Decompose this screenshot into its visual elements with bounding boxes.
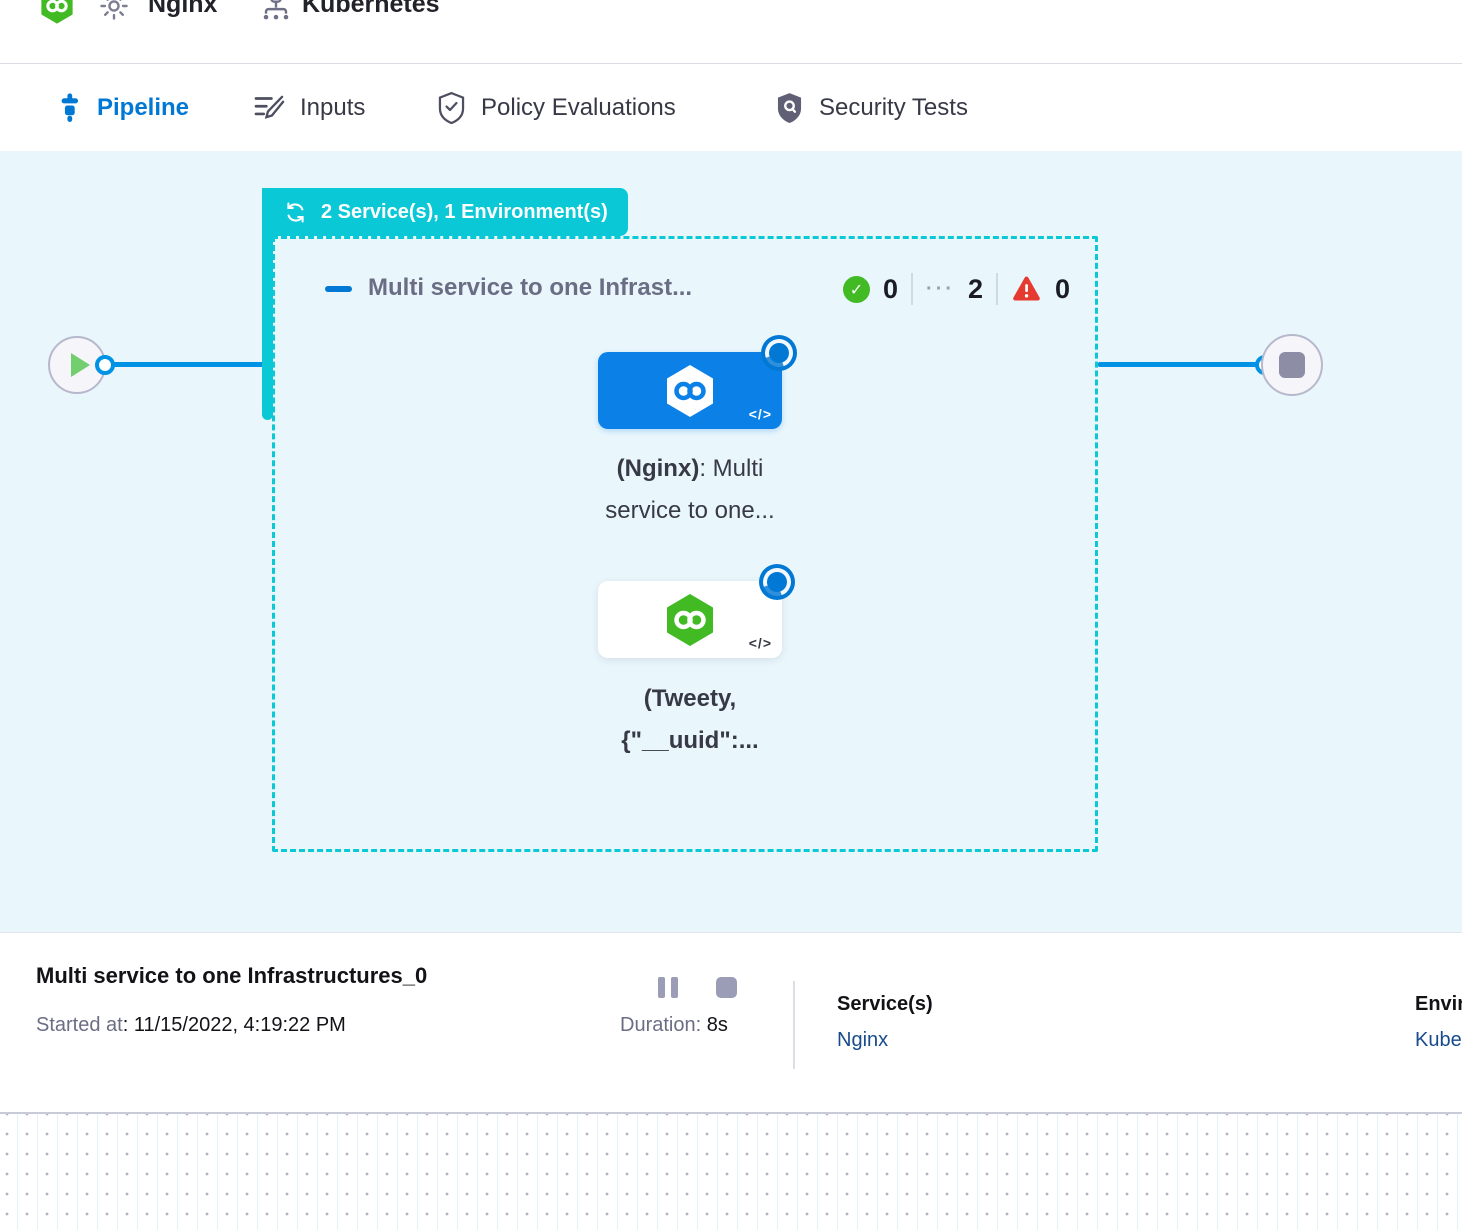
node-nginx-label-rest: : Multi — [699, 455, 764, 482]
started-at-label: Started at — [36, 1014, 123, 1036]
tab-pipeline[interactable]: Pipeline — [57, 64, 189, 151]
tab-inputs-label: Inputs — [300, 93, 366, 121]
stage-group-left-bar — [262, 188, 273, 420]
harness-service-logo-icon — [40, 0, 74, 25]
security-shield-icon — [775, 91, 804, 124]
connector-line-left — [112, 362, 264, 367]
tab-security-tests-label: Security Tests — [819, 93, 968, 121]
connector-line-right — [1098, 362, 1258, 367]
services-environments-badge-label: 2 Service(s), 1 Environment(s) — [321, 200, 608, 223]
success-check-icon: ✓ — [843, 275, 870, 303]
duration-label: Duration: — [620, 1014, 702, 1036]
failed-count: 0 — [1055, 273, 1071, 304]
count-divider — [996, 273, 999, 305]
loop-icon — [282, 200, 309, 225]
settings-gear-icon — [98, 0, 130, 22]
log-grid-canvas — [0, 1112, 1462, 1230]
collapse-stage-icon[interactable] — [325, 286, 352, 292]
service-name-label[interactable]: Nginx — [148, 0, 218, 18]
tab-policy-evaluations[interactable]: Policy Evaluations — [437, 64, 676, 151]
started-at-value: : 11/15/2022, 4:19:22 PM — [122, 1014, 346, 1036]
stage-name-label: Multi service to one Infrast... — [368, 274, 693, 301]
execution-summary-bar: Multi service to one Infrastructures_0 S… — [0, 932, 1462, 1113]
failed-warning-icon — [1011, 275, 1042, 303]
running-dots-icon: ··· — [926, 277, 956, 300]
node-nginx-label-bold: (Nginx) — [616, 455, 700, 482]
execution-title: Multi service to one Infrastructures_0 — [36, 963, 428, 988]
running-count: 2 — [968, 273, 984, 304]
environments-summary: Environment(s) Kubernetes — [1415, 993, 1462, 1052]
running-spinner-icon — [761, 335, 797, 371]
execution-node-tweety[interactable]: </> — [598, 581, 782, 658]
services-environments-badge[interactable]: 2 Service(s), 1 Environment(s) — [262, 188, 628, 236]
tab-policy-evaluations-label: Policy Evaluations — [481, 93, 676, 121]
inputs-icon — [254, 94, 285, 121]
kubernetes-cluster-icon — [260, 0, 292, 24]
pause-execution-button[interactable] — [658, 977, 678, 998]
services-label: Service(s) — [837, 993, 933, 1015]
duration-text: Duration: 8s — [620, 1014, 728, 1037]
execution-node-nginx[interactable]: </> — [598, 352, 782, 429]
success-count: 0 — [883, 273, 899, 304]
environments-label: Environment(s) — [1415, 993, 1462, 1015]
tab-inputs[interactable]: Inputs — [254, 64, 365, 151]
node-tweety-label: (Tweety, {"__uuid":... — [535, 678, 845, 762]
duration-value: 8s — [706, 1014, 728, 1036]
node-nginx-label-line2: service to one... — [605, 497, 775, 524]
count-divider — [911, 273, 914, 305]
services-summary: Service(s) Nginx — [837, 993, 933, 1052]
pipeline-icon — [57, 92, 82, 123]
pipeline-canvas: 2 Service(s), 1 Environment(s) Multi ser… — [0, 151, 1462, 932]
stage-group-selection-box[interactable] — [272, 236, 1098, 852]
code-icon: </> — [748, 635, 772, 651]
running-spinner-icon — [759, 564, 795, 600]
footer-divider — [793, 981, 795, 1069]
node-nginx-label: (Nginx): Multi service to one... — [535, 448, 845, 532]
node-tweety-label-line1: (Tweety, — [643, 685, 737, 712]
tab-pipeline-label: Pipeline — [97, 93, 190, 121]
code-icon: </> — [748, 406, 772, 422]
stop-execution-button[interactable] — [716, 977, 737, 998]
pipeline-end-node[interactable] — [1261, 334, 1323, 396]
stage-status-counts: ✓ 0 ··· 2 0 — [843, 273, 1070, 305]
play-icon — [70, 353, 90, 377]
top-header-bar: Nginx Kubernetes — [0, 0, 1462, 64]
harness-step-icon — [664, 592, 716, 648]
environments-value-link[interactable]: Kubernetes — [1415, 1029, 1462, 1051]
node-tweety-label-line2: {"__uuid":... — [621, 727, 759, 754]
stop-icon — [1279, 352, 1305, 378]
services-value-link[interactable]: Nginx — [837, 1029, 889, 1051]
started-at-text: Started at: 11/15/2022, 4:19:22 PM — [36, 1014, 346, 1037]
policy-shield-icon — [437, 91, 466, 124]
environment-name-label[interactable]: Kubernetes — [302, 0, 440, 18]
tab-bar: Pipeline Inputs Policy Evaluations — [0, 64, 1462, 215]
harness-step-icon — [664, 363, 716, 419]
tab-security-tests[interactable]: Security Tests — [775, 64, 968, 151]
